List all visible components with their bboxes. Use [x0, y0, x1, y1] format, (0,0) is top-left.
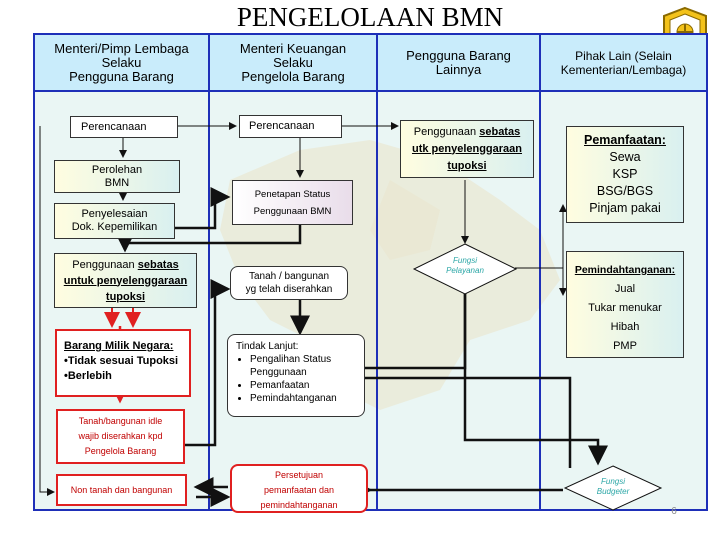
bmn-item: •Tidak sesuai Tupoksi	[64, 355, 179, 367]
bmn-item: •Berlebih	[64, 370, 112, 382]
page-number: 6	[671, 506, 677, 517]
penggunaan-word: Penggunaan	[413, 125, 477, 138]
penggunaan-box-pengguna: Penggunaan sebatas untuk penyelenggaraan…	[54, 253, 197, 308]
column-header-line: Pengguna Barang	[406, 47, 511, 63]
penggunaan-emphasis: tupoksi	[447, 159, 487, 172]
arrow-left-rail	[39, 126, 55, 496]
column-header-line: Pengelola Barang	[241, 68, 345, 84]
header-divider	[33, 90, 708, 92]
penggunaan-emphasis: untuk penyelenggaraan	[63, 274, 188, 287]
tanah-line: yg telah diserahkan	[245, 284, 333, 295]
pemindahtanganan-item: Tukar menukar	[588, 302, 662, 314]
fungsi-budgeter-diamond	[563, 465, 663, 511]
tindak-lanjut-box: Tindak Lanjut: Pengalihan Status Penggun…	[227, 334, 365, 417]
pemindahtanganan-item: Jual	[614, 283, 636, 295]
perencanaan-label: Perencanaan	[81, 120, 147, 133]
penetapan-line: Penggunaan BMN	[253, 205, 332, 217]
pemanfaatan-item: Sewa	[609, 150, 641, 164]
fungsi-line: Pelayanan	[446, 266, 484, 275]
fungsi-line: Budgeter	[596, 487, 630, 496]
line-tindak-to-budgeter	[365, 376, 572, 468]
persetujuan-line: pemanfaatan dan	[263, 485, 335, 495]
pemanfaatan-item: KSP	[612, 167, 638, 181]
column-header-line: Lainnya	[435, 61, 482, 77]
penggunaan-emphasis: tupoksi	[105, 290, 146, 303]
idle-line: Pengelola Barang	[84, 446, 157, 456]
fungsi-pelayanan-label: Fungsi Pelayanan	[412, 256, 518, 276]
bmn-title: Barang Milik Negara:	[64, 340, 174, 352]
penyelesaian-line: Penyelesaian	[81, 208, 148, 220]
perolehan-line: BMN	[104, 176, 130, 189]
perencanaan-box-pengguna: Perencanaan	[70, 116, 178, 138]
penetapan-line: Penetapan Status	[254, 188, 331, 200]
fungsi-line: Fungsi	[600, 477, 625, 486]
column-header-line: Pengguna Barang	[69, 68, 174, 84]
penggunaan-emphasis: sebatas	[137, 258, 179, 271]
arrow-penetapan-penggunaan	[115, 225, 302, 253]
penggunaan-word: Penggunaan	[72, 258, 135, 271]
page-title: PENGELOLAAN BMN	[236, 2, 504, 32]
perencanaan-box-pengelola: Perencanaan	[239, 115, 342, 138]
fungsi-budgeter-label: Fungsi Budgeter	[563, 477, 663, 497]
tindak-item: Pemanfaatan	[250, 379, 360, 392]
tindak-title: Tindak Lanjut:	[236, 341, 299, 352]
penggunaan-box-lainnya: Penggunaan sebatas utk penyelenggaraan t…	[400, 120, 534, 178]
column-header-line: Kementerian/Lembaga)	[560, 62, 687, 77]
persetujuan-line: pemindahtanganan	[260, 500, 338, 510]
tindak-item: Pemindahtanganan	[250, 392, 360, 405]
column-header-line: Selaku	[273, 54, 313, 70]
pemanfaatan-box: Pemanfaatan: Sewa KSP BSG/BGS Pinjam pak…	[566, 126, 684, 223]
perolehan-line: Perolehan	[91, 163, 143, 176]
tanah-idle-box: Tanah/bangunan idle wajib diserahkan kpd…	[56, 409, 185, 464]
column-header-line: Menteri/Pimp Lembaga	[54, 40, 189, 56]
pemanfaatan-item: Pinjam pakai	[589, 201, 661, 215]
tanah-diserahkan-box: Tanah / bangunan yg telah diserahkan	[230, 266, 348, 300]
pemanfaatan-title: Pemanfaatan:	[584, 133, 666, 147]
fungsi-line: Fungsi	[452, 256, 477, 265]
column-divider	[376, 33, 378, 511]
fungsi-pelayanan-diamond	[412, 243, 518, 295]
penggunaan-emphasis: utk penyelenggaraan	[411, 142, 523, 155]
column-divider	[208, 33, 210, 511]
persetujuan-box: Persetujuan pemanfaatan dan pemindahtang…	[230, 464, 368, 513]
pemanfaatan-item: BSG/BGS	[596, 184, 654, 198]
column-header-line: Selaku	[101, 54, 142, 70]
perencanaan-label: Perencanaan	[249, 120, 315, 132]
penyelesaian-line: Dok. Kepemilikan	[71, 221, 158, 233]
pemindahtanganan-item: PMP	[613, 340, 637, 352]
arrow-idle-to-tanah	[185, 279, 231, 447]
tindak-item: Pengalihan Status Penggunaan	[250, 353, 360, 379]
non-tanah-box: Non tanah dan bangunan	[56, 474, 187, 506]
pemindahtanganan-item: Hibah	[610, 321, 640, 333]
pemindahtanganan-box: Pemindahtanganan: Jual Tukar menukar Hib…	[566, 251, 684, 358]
pemindahtanganan-title: Pemindahtanganan:	[574, 264, 676, 276]
arrow-pelayanan-to-budgeter	[463, 293, 608, 466]
barang-milik-negara-box: Barang Milik Negara: •Tidak sesuai Tupok…	[55, 329, 191, 397]
tanah-line: Tanah / bangunan	[248, 271, 330, 282]
non-tanah-label: Non tanah dan bangunan	[70, 484, 173, 495]
penggunaan-emphasis: sebatas	[479, 125, 521, 138]
line-tindak-to-pelayanan	[365, 293, 467, 370]
column-header-line: Pihak Lain (Selain	[575, 48, 672, 63]
column-header-line: Menteri Keuangan	[239, 40, 347, 56]
persetujuan-line: Persetujuan	[274, 470, 324, 480]
arrow-penyelesaian-penetapan	[175, 187, 231, 230]
idle-line: Tanah/bangunan idle	[78, 416, 163, 426]
column-divider	[539, 33, 541, 511]
idle-line: wajib diserahkan kpd	[78, 431, 163, 441]
